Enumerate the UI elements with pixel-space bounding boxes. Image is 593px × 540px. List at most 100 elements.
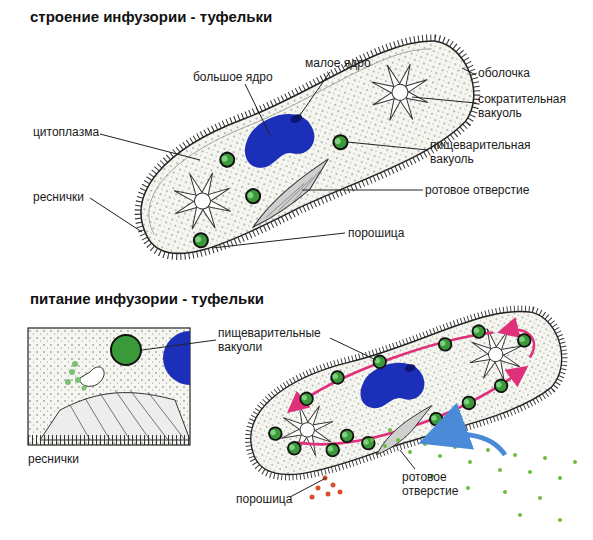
leader-line	[142, 338, 415, 497]
paramecium-body	[372, 354, 388, 370]
paramecium-body	[339, 428, 355, 444]
food-particles	[573, 460, 577, 464]
paramecium-body	[360, 52, 440, 132]
part-label: малое ядро	[305, 56, 395, 70]
excreted-waste	[310, 476, 343, 500]
part-label: цитоплазма	[33, 125, 113, 139]
inset-magnification	[80, 367, 104, 386]
inset-magnification	[75, 377, 81, 383]
paramecium-body	[437, 336, 453, 352]
food-particles	[468, 460, 472, 464]
food-particles	[498, 468, 502, 472]
paramecium-body	[368, 405, 441, 454]
section-heading: питание инфузории - туфельки	[30, 290, 430, 308]
paramecium-body	[493, 378, 509, 394]
inset-magnification	[70, 390, 185, 440]
paramecium-body	[325, 442, 341, 458]
part-label: ротовое отверстие	[402, 470, 492, 498]
paramecium-body	[192, 231, 211, 250]
leader-line	[100, 134, 200, 160]
paramecium-body	[286, 440, 302, 456]
paramecium-body	[516, 333, 532, 349]
food-particles	[538, 496, 542, 500]
paramecium-body	[235, 297, 575, 491]
leader-line	[400, 450, 415, 469]
leader-line	[212, 233, 345, 248]
inset-magnification	[28, 328, 190, 445]
paramecium-body	[273, 396, 341, 464]
food-particles	[370, 428, 577, 522]
excreted-waste	[310, 495, 315, 500]
paramecium-body	[502, 323, 538, 363]
leader-line	[90, 198, 142, 232]
paramecium-body	[267, 426, 283, 442]
leader-line	[90, 68, 476, 248]
food-particles	[438, 454, 442, 458]
inset-magnification	[163, 331, 190, 385]
water-flow-arrow	[428, 434, 505, 455]
inset-magnification	[28, 328, 190, 445]
paramecium-body	[471, 324, 487, 340]
food-particles	[423, 442, 427, 446]
paramecium-body	[299, 391, 315, 407]
part-label: пищеварительные вакуоли	[218, 326, 338, 354]
leader-line	[302, 190, 423, 191]
food-particles	[370, 438, 374, 442]
paramecium-body	[428, 411, 444, 427]
food-particles	[486, 448, 490, 452]
paramecium-body	[240, 159, 341, 227]
inset-magnification	[82, 386, 87, 391]
part-label: пищеварительная вакуоль	[430, 138, 540, 166]
paramecium-body	[289, 112, 303, 124]
inset-magnification	[28, 435, 190, 445]
inset-magnification	[72, 361, 78, 367]
food-particles	[383, 444, 387, 448]
food-particles	[388, 428, 392, 432]
paramecium-body	[235, 297, 575, 491]
leader-line	[347, 142, 428, 150]
paramecium-body	[218, 150, 237, 169]
leader-line	[298, 72, 330, 118]
paramecium-body	[257, 170, 329, 218]
part-label: порошица	[348, 226, 428, 240]
food-particles	[518, 513, 522, 517]
inset-magnification	[69, 369, 75, 375]
inset-magnification	[28, 328, 190, 445]
food-particles	[543, 456, 547, 460]
food-particles	[528, 470, 532, 474]
inset-magnification	[28, 328, 217, 445]
leader-line	[245, 84, 270, 135]
part-label: ротовое отверстие	[425, 183, 575, 197]
food-particles	[503, 490, 507, 494]
inset-magnification	[65, 379, 71, 385]
diagram-title: строение инфузории - туфельки	[30, 8, 430, 26]
part-label: порошица	[236, 492, 316, 506]
food-particles	[453, 445, 457, 449]
food-particles	[558, 476, 562, 480]
food-particles	[408, 450, 412, 454]
leader-line	[142, 340, 216, 350]
paramecium-body	[235, 297, 575, 491]
inset-magnification	[111, 335, 141, 365]
paramecium-body	[404, 363, 416, 373]
leader-line	[330, 338, 376, 360]
part-label: оболочка	[478, 66, 568, 80]
leader-line	[462, 68, 476, 75]
paramecium-body	[354, 355, 429, 414]
food-particles	[513, 453, 517, 457]
excreted-waste	[316, 486, 321, 491]
paramecium-body	[235, 104, 320, 176]
excreted-waste	[331, 483, 336, 488]
part-label: реснички	[33, 190, 103, 204]
paramecium-body	[330, 370, 346, 386]
excreted-waste	[338, 490, 343, 495]
part-label: реснички	[28, 452, 108, 466]
paramecium-body	[128, 39, 453, 235]
paramecium-body	[244, 187, 263, 206]
leader-line	[412, 97, 476, 103]
paramecium-body	[360, 435, 376, 451]
paramecium-body	[163, 161, 243, 241]
food-particles	[466, 486, 470, 490]
